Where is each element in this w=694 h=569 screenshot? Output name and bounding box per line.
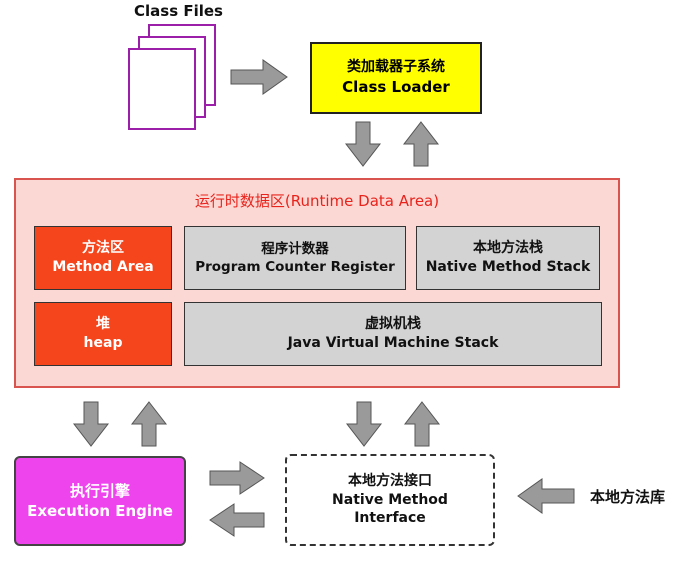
- method-area-cn: 方法区: [82, 240, 124, 257]
- native-interface-box: 本地方法接口 Native Method Interface: [285, 454, 495, 546]
- heap-box: 堆 heap: [34, 302, 172, 366]
- runtime-data-area: 运行时数据区(Runtime Data Area) 方法区 Method Are…: [14, 178, 620, 388]
- native-interface-en1: Native Method: [332, 491, 448, 508]
- heap-cn: 堆: [96, 316, 110, 333]
- pc-register-en: Program Counter Register: [195, 259, 395, 275]
- native-library-label: 本地方法库: [590, 488, 666, 506]
- pc-register-box: 程序计数器 Program Counter Register: [184, 226, 406, 290]
- method-area-en: Method Area: [52, 259, 154, 275]
- method-area-box: 方法区 Method Area: [34, 226, 172, 290]
- arrow-up-icon: [130, 401, 168, 447]
- class-files-icon: [128, 24, 218, 134]
- class-files-label: Class Files: [134, 2, 223, 20]
- arrow-up-icon: [402, 121, 440, 167]
- native-interface-cn: 本地方法接口: [348, 472, 432, 489]
- arrow-right-icon: [209, 461, 265, 495]
- arrow-down-icon: [344, 121, 382, 167]
- native-stack-en: Native Method Stack: [425, 259, 591, 275]
- heap-en: heap: [83, 335, 123, 351]
- arrow-up-icon: [403, 401, 441, 447]
- runtime-title: 运行时数据区(Runtime Data Area): [194, 192, 440, 210]
- native-interface-en2: Interface: [354, 510, 426, 527]
- execution-engine-en: Execution Engine: [27, 502, 173, 520]
- arrow-left-icon: [209, 503, 265, 537]
- class-loader-en: Class Loader: [342, 78, 450, 97]
- arrow-right-icon: [230, 59, 288, 95]
- jvm-stack-box: 虚拟机栈 Java Virtual Machine Stack: [184, 302, 602, 366]
- native-stack-cn: 本地方法栈: [473, 240, 543, 257]
- execution-engine-box: 执行引擎 Execution Engine: [14, 456, 186, 546]
- execution-engine-cn: 执行引擎: [69, 481, 130, 500]
- jvm-stack-en: Java Virtual Machine Stack: [287, 335, 499, 351]
- jvm-stack-cn: 虚拟机栈: [365, 316, 421, 333]
- native-stack-box: 本地方法栈 Native Method Stack: [416, 226, 600, 290]
- class-loader-box: 类加载器子系统 Class Loader: [310, 42, 482, 114]
- class-loader-cn: 类加载器子系统: [347, 59, 445, 76]
- arrow-left-icon: [517, 478, 575, 514]
- arrow-down-icon: [345, 401, 383, 447]
- arrow-down-icon: [72, 401, 110, 447]
- pc-register-cn: 程序计数器: [261, 240, 329, 257]
